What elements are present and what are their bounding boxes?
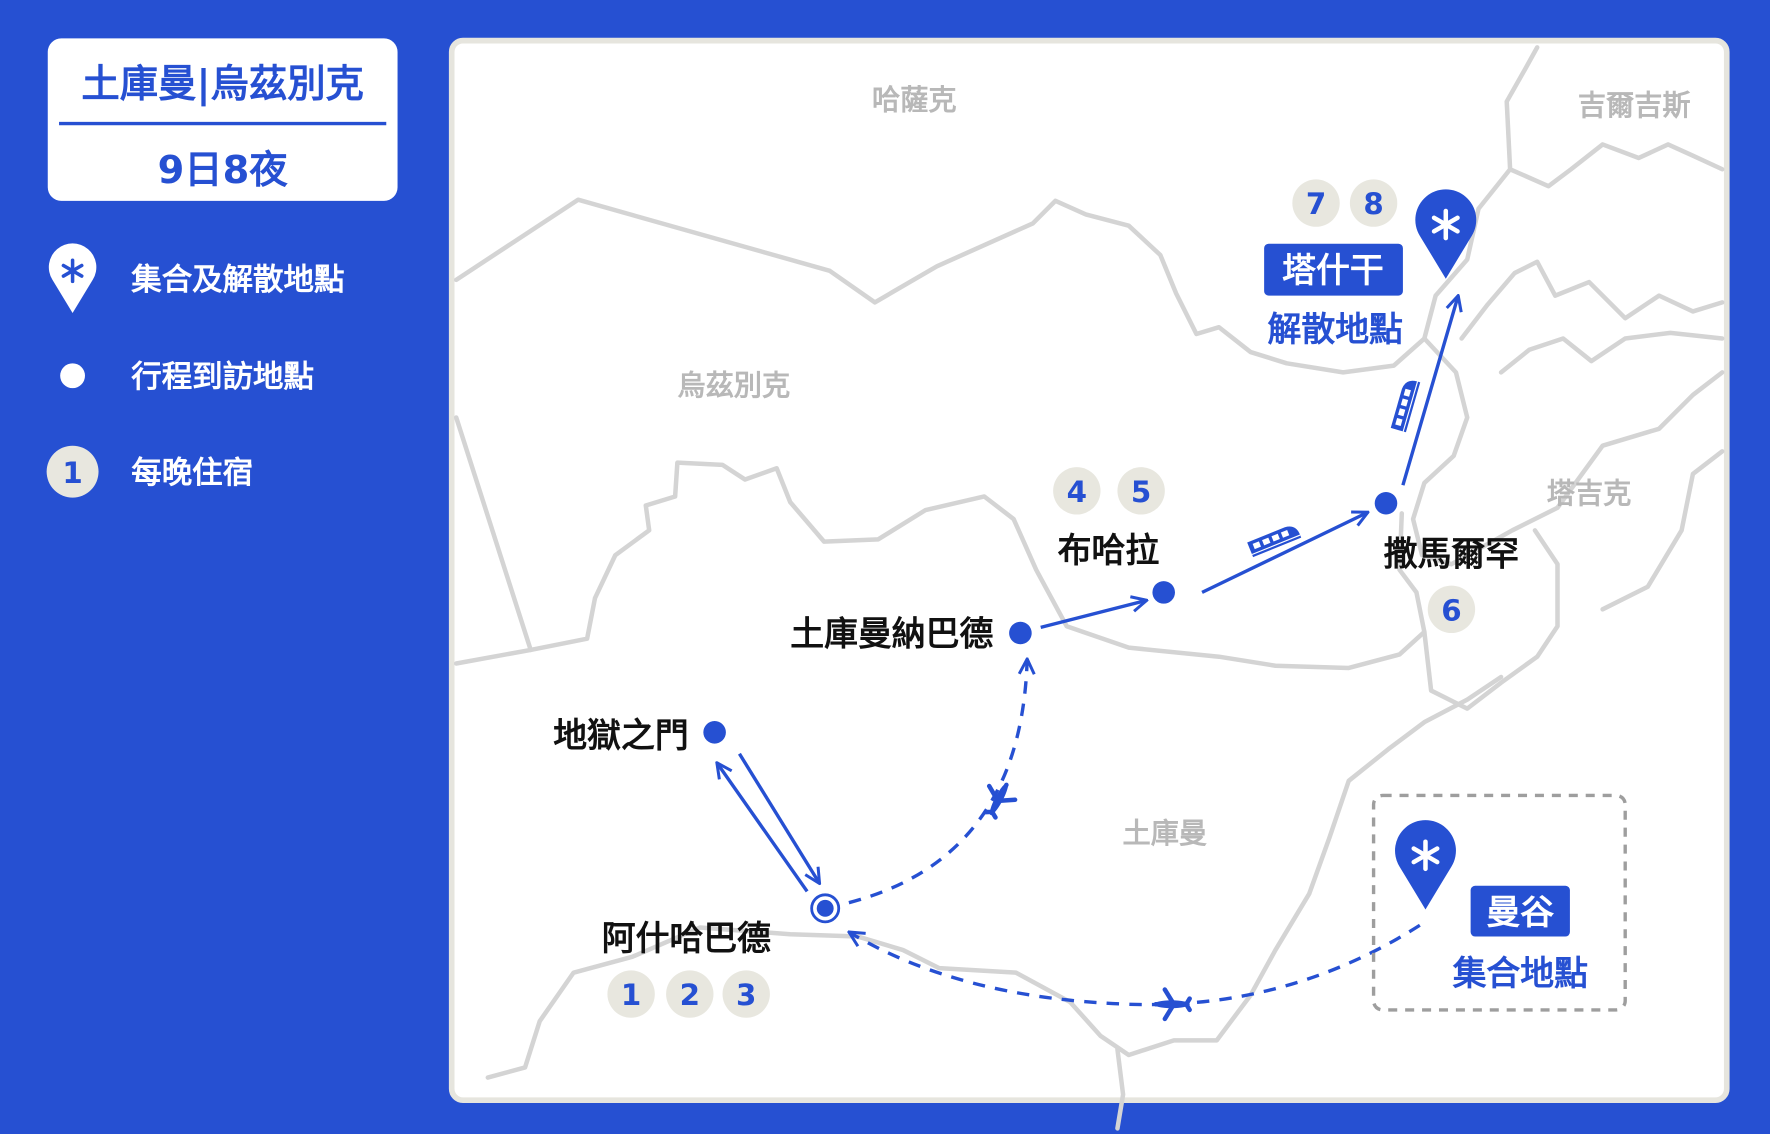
border-fergana-inner — [1498, 330, 1725, 375]
legend-badge-number: 1 — [62, 456, 82, 490]
city-bangkok-start-point: 曼谷 集合地點 — [1371, 793, 1627, 1012]
city-label: 撒馬爾罕 — [1384, 534, 1519, 573]
asterisk-pin-icon — [48, 243, 97, 314]
trip-title: 土庫曼|烏茲別克 — [81, 62, 364, 107]
dot-icon — [816, 899, 834, 917]
border-kyrgyzstan-north — [1507, 142, 1725, 189]
outside-map-box — [1371, 793, 1627, 1012]
city-tag-label: 塔什干 — [1282, 251, 1384, 290]
night-badge — [607, 970, 655, 1018]
night-badge — [1349, 179, 1398, 227]
night-number: 5 — [1131, 475, 1151, 509]
legend-item-meeting-point: 集合及解散地點 — [48, 243, 344, 314]
routes — [717, 296, 1458, 1019]
legend-item-overnight: 1 每晚住宿 — [46, 445, 253, 498]
rail-samarkand-to-tashkent — [1401, 296, 1458, 486]
city-ashgabat: 阿什哈巴德 1 2 3 — [602, 893, 841, 1018]
dot-icon — [703, 721, 726, 744]
rail-bukhara-to-samarkand — [1201, 512, 1368, 594]
city-label: 布哈拉 — [1058, 531, 1160, 570]
border-turkmen-south — [485, 674, 1504, 1080]
dot-icon — [1009, 621, 1032, 645]
flight-bangkok-to-ashgabat — [849, 923, 1421, 1007]
border-fergana — [1410, 336, 1725, 567]
city-tag-label: 曼谷 — [1486, 893, 1554, 932]
flight-ashgabat-to-turkmenabat — [848, 659, 1027, 905]
legend-label: 行程到訪地點 — [130, 359, 314, 395]
legend: 集合及解散地點 行程到訪地點 1 每晚住宿 — [46, 243, 344, 498]
night-badge-icon — [46, 445, 99, 498]
night-number: 2 — [680, 978, 700, 1012]
night-badge — [1053, 467, 1101, 515]
city-label: 土庫曼納巴德 — [790, 614, 993, 653]
route-darvaza-to-ashgabat — [738, 752, 819, 884]
night-badge — [1117, 467, 1165, 515]
title-card: 土庫曼|烏茲別克 9日8夜 — [47, 38, 398, 201]
legend-label: 每晚住宿 — [131, 455, 253, 491]
dot-icon — [1374, 491, 1398, 515]
route-ashgabat-to-darvaza — [717, 763, 809, 893]
border-kyrgyzstan — [1459, 259, 1725, 341]
city-turkmenabat: 土庫曼納巴德 — [790, 614, 1032, 653]
country-label-kyrgyzstan: 吉爾吉斯 — [1578, 89, 1691, 122]
country-label-turkmenistan: 土庫曼 — [1123, 817, 1208, 850]
route-turkmenabat-to-bukhara — [1040, 600, 1147, 630]
night-number: 1 — [621, 978, 641, 1012]
border-uzbek-turkmen — [528, 460, 1427, 671]
country-label-tajikistan: 塔吉克 — [1547, 477, 1632, 510]
night-number: 8 — [1363, 187, 1383, 221]
night-number: 7 — [1306, 187, 1326, 221]
legend-label: 集合及解散地點 — [130, 262, 344, 298]
night-badge — [1427, 585, 1476, 634]
night-number: 4 — [1067, 475, 1087, 509]
night-number: 6 — [1441, 593, 1461, 627]
dot-icon — [60, 363, 85, 389]
city-tag — [1264, 243, 1403, 296]
start-point-caption: 集合地點 — [1452, 954, 1589, 993]
night-number: 3 — [736, 978, 756, 1012]
country-borders — [453, 45, 1725, 1131]
city-tag — [1470, 885, 1570, 937]
border-afghan — [1115, 1047, 1126, 1131]
city-bukhara: 布哈拉 4 5 — [1053, 467, 1175, 604]
legend-item-visit: 行程到訪地點 — [60, 359, 314, 395]
country-label-uzbekistan: 烏茲別克 — [677, 369, 790, 402]
border-tajikistan — [1422, 449, 1725, 711]
city-label: 阿什哈巴德 — [602, 919, 771, 958]
city-tashkent-end-point: 7 8 塔什干 解散地點 — [1264, 179, 1476, 349]
title-divider — [59, 121, 387, 126]
border-kazakhstan — [453, 45, 1540, 375]
city-darvaza: 地獄之門 — [553, 716, 726, 755]
end-point-caption: 解散地點 — [1268, 310, 1404, 349]
night-badge — [722, 970, 770, 1018]
night-badge — [666, 970, 714, 1018]
city-label: 地獄之門 — [553, 716, 688, 755]
trip-duration: 9日8夜 — [158, 148, 289, 193]
city-samarkand: 撒馬爾罕 6 — [1374, 491, 1519, 634]
map-panel: 哈薩克 吉爾吉斯 烏茲別克 塔吉克 土庫曼 地獄之門 阿什哈巴德 — [448, 37, 1730, 1131]
country-label-kazakhstan: 哈薩克 — [872, 83, 957, 116]
dot-icon — [1152, 581, 1175, 604]
night-badge — [1292, 179, 1340, 227]
